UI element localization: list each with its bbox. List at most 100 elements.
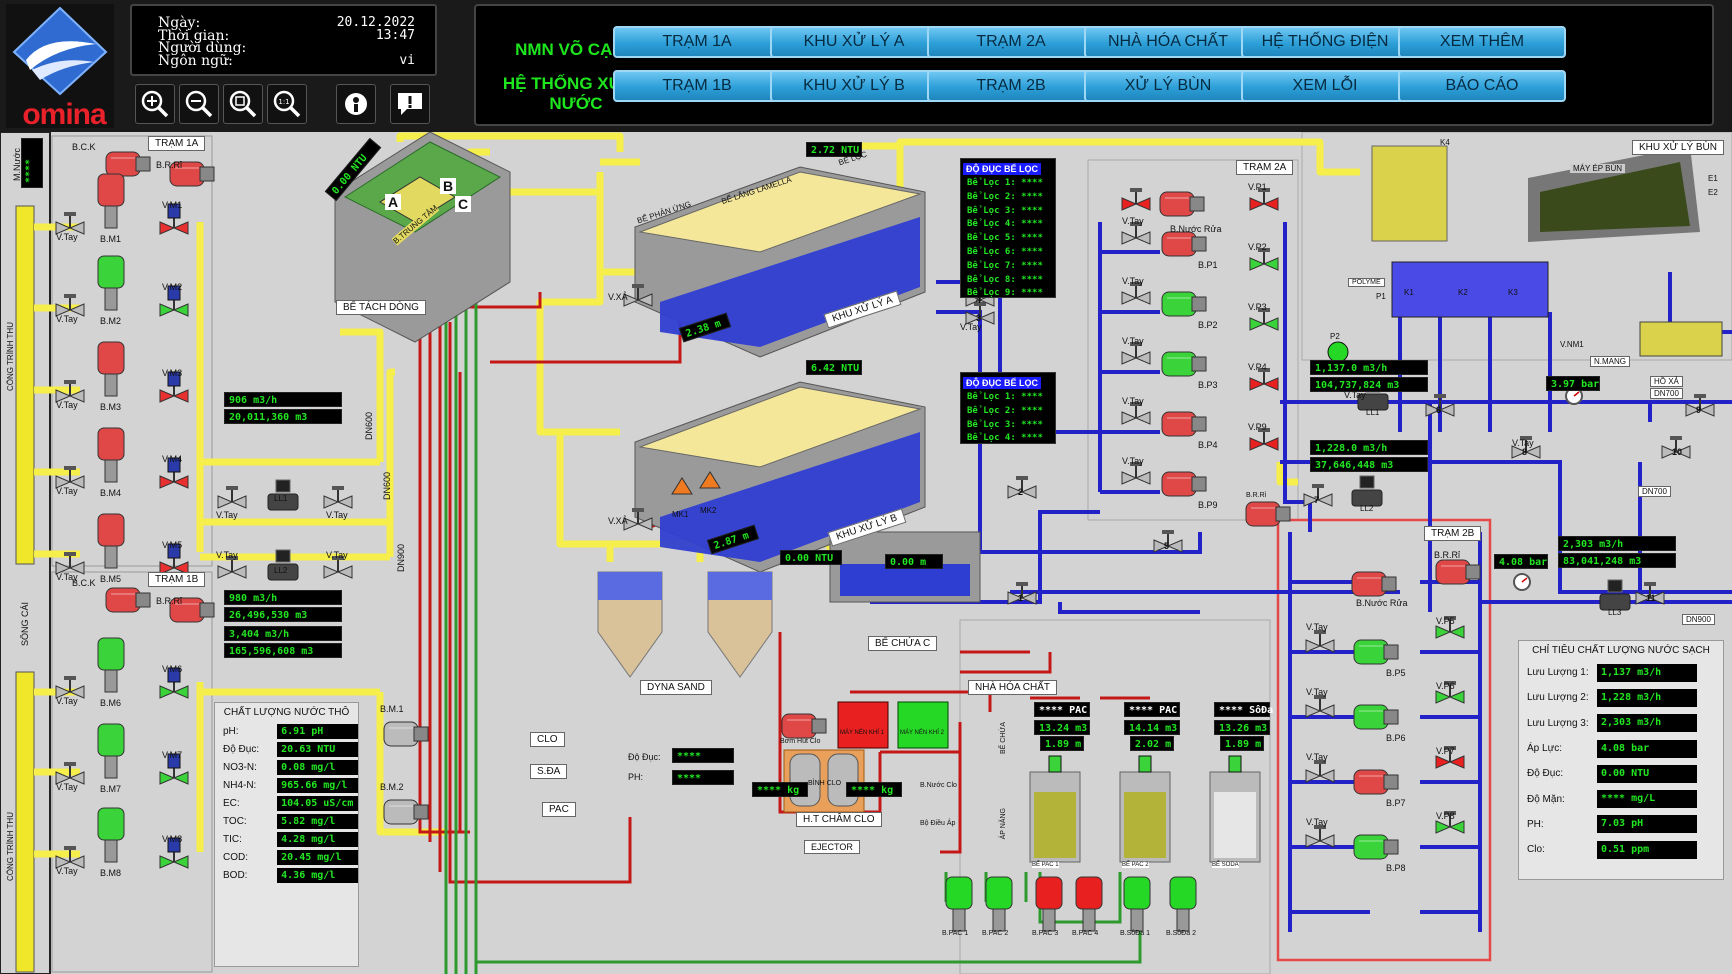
motor-valve[interactable] — [1249, 308, 1279, 331]
nav-button[interactable]: NHÀ HÓA CHẤT — [1084, 26, 1252, 58]
dosing-pump[interactable] — [1169, 876, 1197, 932]
pump-brri-a[interactable] — [169, 161, 215, 187]
motor-valve-1[interactable] — [159, 212, 189, 235]
pump-bp7[interactable] — [1353, 769, 1399, 795]
backwash-valve[interactable] — [1121, 188, 1151, 211]
alert-button[interactable] — [390, 84, 430, 124]
nav-button[interactable]: KHU XỬ LÝ B — [770, 70, 938, 102]
manual-valve[interactable] — [55, 676, 85, 699]
info-button[interactable] — [336, 84, 376, 124]
pump-bp2[interactable] — [1161, 291, 1207, 317]
dosing-pump[interactable] — [1123, 876, 1151, 932]
manual-valve[interactable] — [1121, 222, 1151, 245]
pump-bm2[interactable] — [97, 255, 125, 311]
manual-valve[interactable] — [55, 380, 85, 403]
motor-valve[interactable] — [1249, 248, 1279, 271]
manual-valve[interactable] — [55, 552, 85, 575]
pump-bm2[interactable] — [383, 799, 429, 825]
manual-valve[interactable] — [55, 466, 85, 489]
nav-button[interactable]: BÁO CÁO — [1398, 70, 1566, 102]
pump-bm1[interactable] — [97, 173, 125, 229]
manual-valve[interactable] — [1121, 282, 1151, 305]
dosing-pump[interactable] — [1075, 876, 1103, 932]
pump-bp4[interactable] — [1161, 411, 1207, 437]
zoom-out-button[interactable] — [179, 84, 219, 124]
manual-valve[interactable] — [1305, 695, 1335, 718]
flow-meter-2a-ll2[interactable] — [1351, 475, 1383, 507]
pump-bm5[interactable] — [97, 513, 125, 569]
manual-valve[interactable] — [217, 486, 247, 509]
pump-bp5[interactable] — [1353, 639, 1399, 665]
manual-valve[interactable] — [1121, 462, 1151, 485]
nav-button[interactable]: TRẠM 2A — [927, 26, 1095, 58]
flow-meter-ll1[interactable] — [267, 479, 299, 511]
manual-valve[interactable] — [1121, 402, 1151, 425]
zoom-in-button[interactable] — [135, 84, 175, 124]
motor-valve[interactable] — [1249, 368, 1279, 391]
backwash-pump[interactable] — [1159, 191, 1205, 217]
numbered-valve[interactable] — [1635, 582, 1665, 605]
chlorine-suction-pump[interactable] — [781, 713, 827, 739]
numbered-valve[interactable] — [1153, 530, 1183, 553]
drain-valve-b[interactable] — [623, 508, 653, 531]
numbered-valve[interactable] — [965, 302, 995, 325]
numbered-valve[interactable] — [1685, 394, 1715, 417]
pump-bp9[interactable] — [1161, 471, 1207, 497]
manual-valve[interactable] — [1121, 342, 1151, 365]
pump-bp3[interactable] — [1161, 351, 1207, 377]
pump-bm7[interactable] — [97, 723, 125, 779]
manual-valve[interactable] — [55, 294, 85, 317]
numbered-valve[interactable] — [1007, 476, 1037, 499]
nav-button[interactable]: XEM THÊM — [1398, 26, 1566, 58]
manual-valve[interactable] — [323, 486, 353, 509]
nav-button[interactable]: TRẠM 1A — [613, 26, 781, 58]
numbered-valve[interactable] — [1511, 436, 1541, 459]
nav-button[interactable]: TRẠM 2B — [927, 70, 1095, 102]
motor-valve[interactable] — [1435, 746, 1465, 769]
nav-button[interactable]: HỆ THỐNG ĐIỆN — [1241, 26, 1409, 58]
pump-bp8[interactable] — [1353, 834, 1399, 860]
nav-button[interactable]: KHU XỬ LÝ A — [770, 26, 938, 58]
nav-button[interactable]: XỬ LÝ BÙN — [1084, 70, 1252, 102]
motor-valve[interactable] — [1249, 188, 1279, 211]
manual-valve[interactable] — [217, 556, 247, 579]
air-compressor-2[interactable] — [897, 701, 949, 749]
air-compressor-1[interactable] — [837, 701, 889, 749]
manual-valve[interactable] — [55, 762, 85, 785]
mixer-icon[interactable] — [699, 471, 721, 489]
numbered-valve[interactable] — [1425, 394, 1455, 417]
dosing-pump[interactable] — [985, 876, 1013, 932]
backwash-pump-2b[interactable] — [1351, 571, 1397, 597]
pump-bm8[interactable] — [97, 807, 125, 863]
sludge-pump-p2[interactable] — [1327, 341, 1349, 363]
pump-bp6[interactable] — [1353, 704, 1399, 730]
zoom-actual-button[interactable]: 1:1 — [267, 84, 307, 124]
numbered-valve[interactable] — [1303, 484, 1333, 507]
flow-meter-ll2[interactable] — [267, 549, 299, 581]
numbered-valve[interactable] — [1007, 582, 1037, 605]
dosing-pump[interactable] — [945, 876, 973, 932]
pump-bm3[interactable] — [97, 341, 125, 397]
manual-valve[interactable] — [55, 212, 85, 235]
pump-brri-2b[interactable] — [1435, 559, 1481, 585]
pump-bp1[interactable] — [1161, 231, 1207, 257]
pump-bm6[interactable] — [97, 637, 125, 693]
pump-brri-b[interactable] — [169, 597, 215, 623]
manual-valve[interactable] — [1305, 760, 1335, 783]
motor-valve[interactable] — [1435, 811, 1465, 834]
manual-valve[interactable] — [1305, 825, 1335, 848]
pump-bck-a[interactable] — [105, 151, 151, 177]
drain-valve-a[interactable] — [623, 284, 653, 307]
pump-brri-2a[interactable] — [1245, 501, 1291, 527]
pump-bm1[interactable] — [383, 721, 429, 747]
pump-bm4[interactable] — [97, 427, 125, 483]
motor-valve[interactable] — [1249, 428, 1279, 451]
flow-meter-2b-ll3[interactable] — [1599, 579, 1631, 611]
manual-valve[interactable] — [1305, 630, 1335, 653]
nav-button[interactable]: XEM LỖI — [1241, 70, 1409, 102]
manual-valve[interactable] — [323, 556, 353, 579]
zoom-fit-button[interactable] — [223, 84, 263, 124]
dosing-pump[interactable] — [1035, 876, 1063, 932]
manual-valve[interactable] — [55, 846, 85, 869]
nav-button[interactable]: TRẠM 1B — [613, 70, 781, 102]
